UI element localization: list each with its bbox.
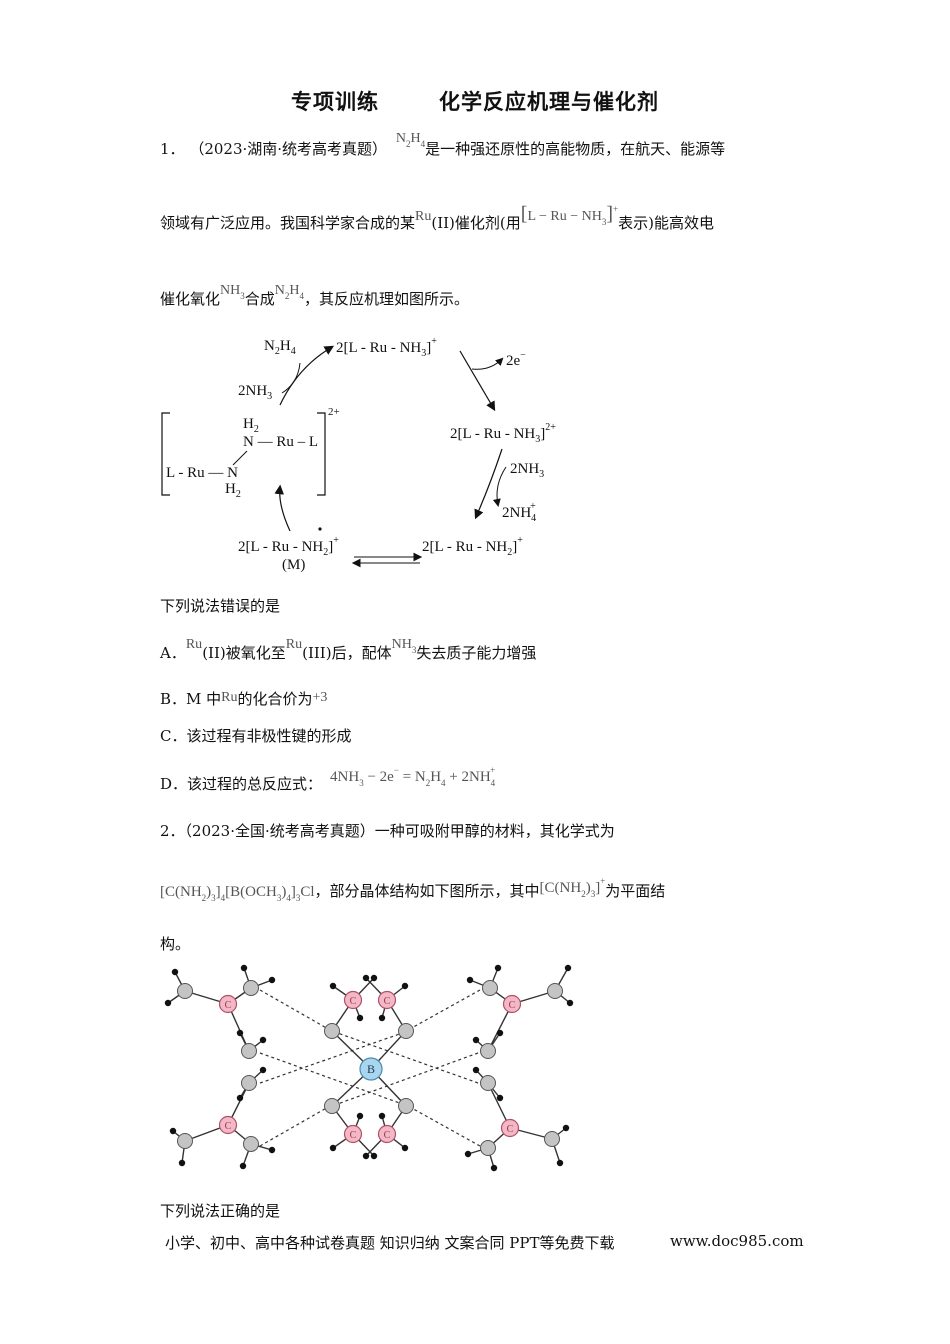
atom-c-3: C [509, 1000, 516, 1011]
electrons-out: 2e− [506, 350, 526, 369]
dimer-h2-top: H2 [243, 416, 259, 435]
q1-source: （2023·湖南·统考高考真题） [189, 140, 388, 158]
atom-c-8: C [384, 1130, 391, 1141]
q1-option-a[interactable]: A．Ru(II)被氧化至Ru(III)后，配体NH3失去质子能力增强 [160, 637, 537, 662]
q1-option-b[interactable]: B．M 中Ru的化合价为+3 [160, 690, 328, 708]
q1-line2: 领域有广泛应用。我国科学家合成的某Ru(II)催化剂(用[L − Ru − NH… [160, 203, 714, 232]
footer-website[interactable]: www.doc985.com [670, 1232, 804, 1250]
q2-line3: 构。 [160, 935, 191, 953]
dimer-h2-bot: H2 [225, 481, 241, 500]
atom-c-4: C [507, 1124, 514, 1135]
atom-b: B [367, 1062, 375, 1076]
page-title: 专项训练化学反应机理与催化剂 [291, 90, 659, 114]
atom-c-6: C [384, 996, 391, 1007]
nh3-left: 2NH3 [238, 383, 272, 402]
q1-prompt: 下列说法错误的是 [160, 597, 281, 615]
nh3-formula: NH3 [220, 283, 245, 301]
q1-line1: 1． （2023·湖南·统考高考真题） N2H4是一种强还原性的高能物质，在航天… [160, 131, 726, 158]
n2h4-formula: N2H4 [395, 131, 426, 149]
q2-cation: [C(NH2)3]+ [539, 876, 606, 899]
top-species: 2[L - Ru - NH3]+ [336, 336, 437, 359]
dimer-upper: N — Ru – L [243, 434, 318, 450]
total-reaction: 4NH3 − 2e− = N2H4 + 2NH4+ [330, 765, 496, 788]
nh4-out: 2NH4+ [502, 501, 536, 524]
q1-number: 1． [160, 140, 185, 158]
ru-symbol: Ru [415, 209, 432, 224]
complex-formula: [L − Ru − NH3]+ [520, 203, 619, 227]
dimer-charge: 2+ [328, 406, 340, 418]
atom-c-5: C [350, 996, 357, 1007]
m-label: (M) [282, 557, 305, 573]
q2-prompt: 下列说法正确的是 [160, 1202, 281, 1220]
mechanism-diagram: 2[L - Ru - NH3]+ 2e− 2[L - Ru - NH3]2+ 2… [161, 336, 556, 573]
q2-line2: [C(NH2)3]4[B(OCH3)4]3Cl，部分晶体结构如下图所示，其中[C… [160, 876, 666, 903]
q1-option-d[interactable]: D．该过程的总反应式：4NH3 − 2e− = N2H4 + 2NH4+ [160, 765, 496, 793]
q2-formula: [C(NH2)3]4[B(OCH3)4]3Cl [160, 884, 315, 903]
atom-c-1: C [225, 1000, 232, 1011]
nh3-in: 2NH3 [510, 461, 544, 480]
n2h4-formula-2: N2H4 [274, 283, 305, 301]
q1-option-c[interactable]: C．该过程有非极性键的形成 [160, 727, 352, 745]
dimer-lower: L - Ru — N [166, 465, 238, 481]
bottom-right-species: 2[L - Ru - NH2]+ [422, 535, 523, 558]
right-species: 2[L - Ru - NH3]2+ [450, 422, 556, 445]
atom-c-7: C [350, 1130, 357, 1141]
q2-line1: 2．（2023·全国·统考高考真题）一种可吸附甲醇的材料，其化学式为 [160, 822, 615, 840]
bottom-left-species: 2[L - Ru - NH2]+ [238, 535, 339, 558]
q1-line3: 催化氧化NH3合成N2H4，其反应机理如图所示。 [160, 283, 470, 308]
footer-left: 小学、初中、高中各种试卷真题 知识归纳 文案合同 PPT等免费下载 [165, 1234, 615, 1252]
atom-c-2: C [225, 1121, 232, 1132]
crystal-structure-diagram: C C C C C C C C B [164, 964, 574, 1172]
n2h4-out: N2H4 [264, 338, 296, 357]
